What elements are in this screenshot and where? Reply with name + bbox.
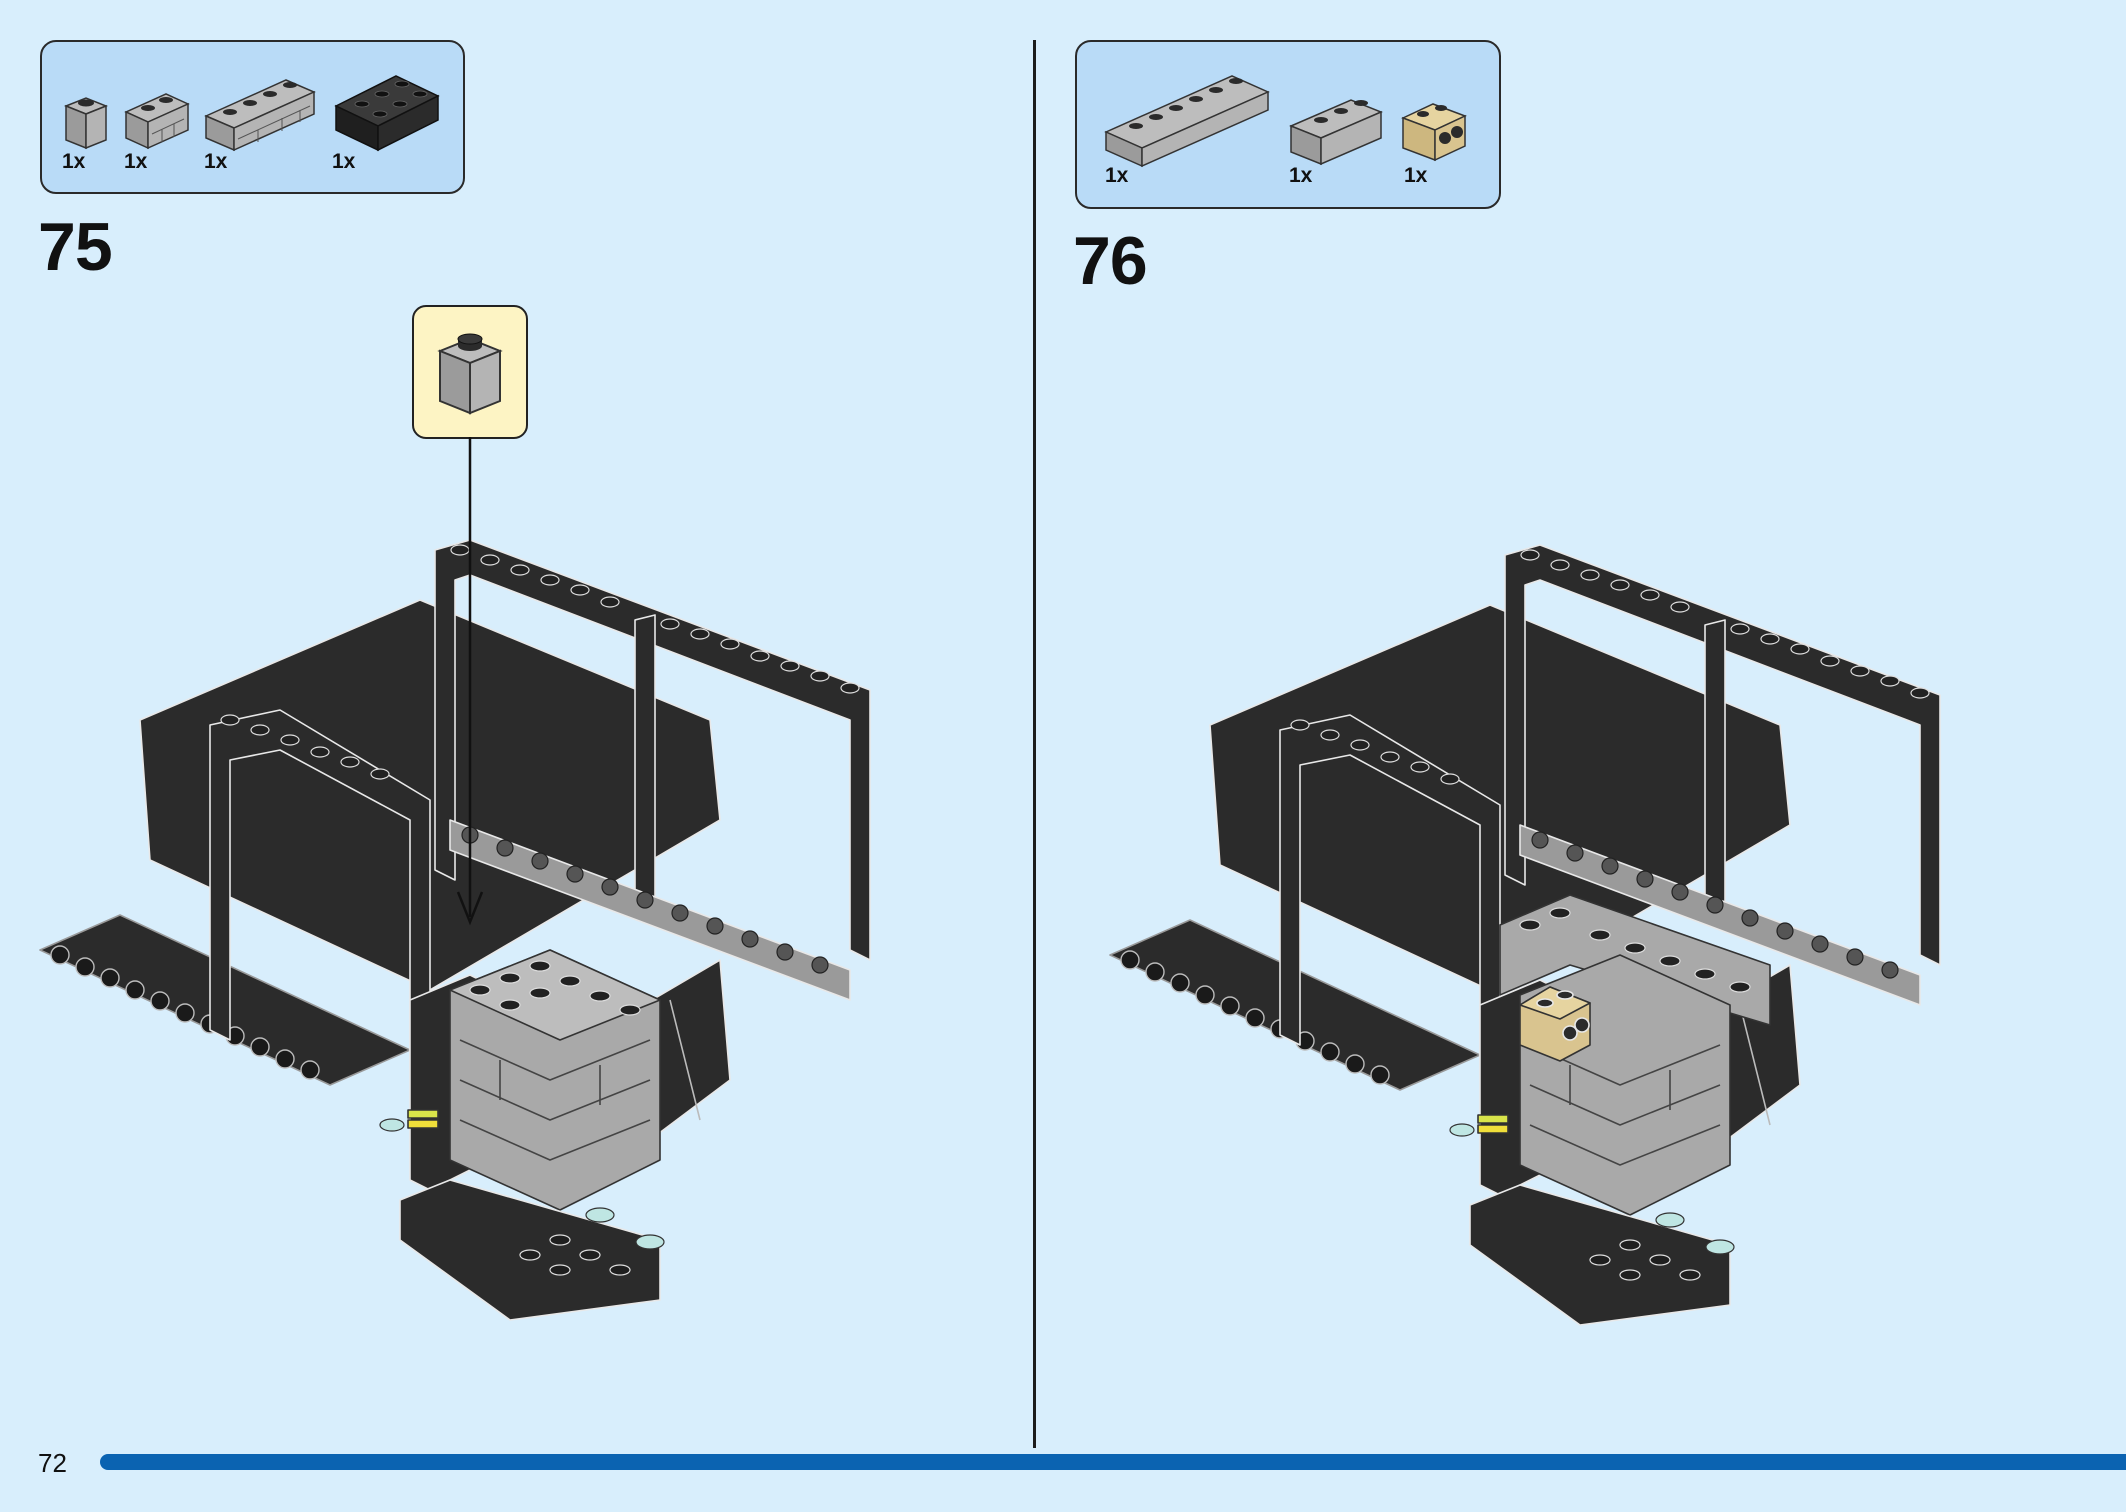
model-step-76 xyxy=(1109,544,1941,1326)
gray-1x1-brick-icon xyxy=(437,333,503,415)
parts-box-step-76: 1x 1x 1x xyxy=(1075,40,1501,209)
tan-1x1-brick-with-studs-icon xyxy=(1401,103,1467,162)
part-qty: 1x xyxy=(1289,164,1313,187)
black-2x3-brick-icon xyxy=(334,75,440,152)
model-step-75 xyxy=(39,539,871,1321)
gray-1x6-brick-icon xyxy=(1104,75,1270,168)
part-qty: 1x xyxy=(124,150,148,173)
part-qty: 1x xyxy=(1404,164,1428,187)
footer-bar xyxy=(100,1454,2126,1470)
page-divider xyxy=(1033,40,1036,1448)
step-number: 75 xyxy=(38,209,113,285)
gray-1x3-brick-icon xyxy=(1289,99,1383,166)
callout-box xyxy=(412,305,528,439)
parts-box-step-75: 1x 1x 1x 1x xyxy=(40,40,465,194)
part-qty: 1x xyxy=(204,150,228,173)
gray-1x2-masonry-brick-icon xyxy=(124,93,190,150)
gray-1x1-brick-icon xyxy=(63,97,109,150)
down-arrow-icon xyxy=(456,437,484,926)
step-number: 76 xyxy=(1073,223,1148,299)
gray-1x4-masonry-brick-icon xyxy=(204,79,316,152)
page-number: 72 xyxy=(38,1448,67,1478)
part-qty: 1x xyxy=(1105,164,1129,187)
part-qty: 1x xyxy=(62,150,86,173)
part-qty: 1x xyxy=(332,150,356,173)
